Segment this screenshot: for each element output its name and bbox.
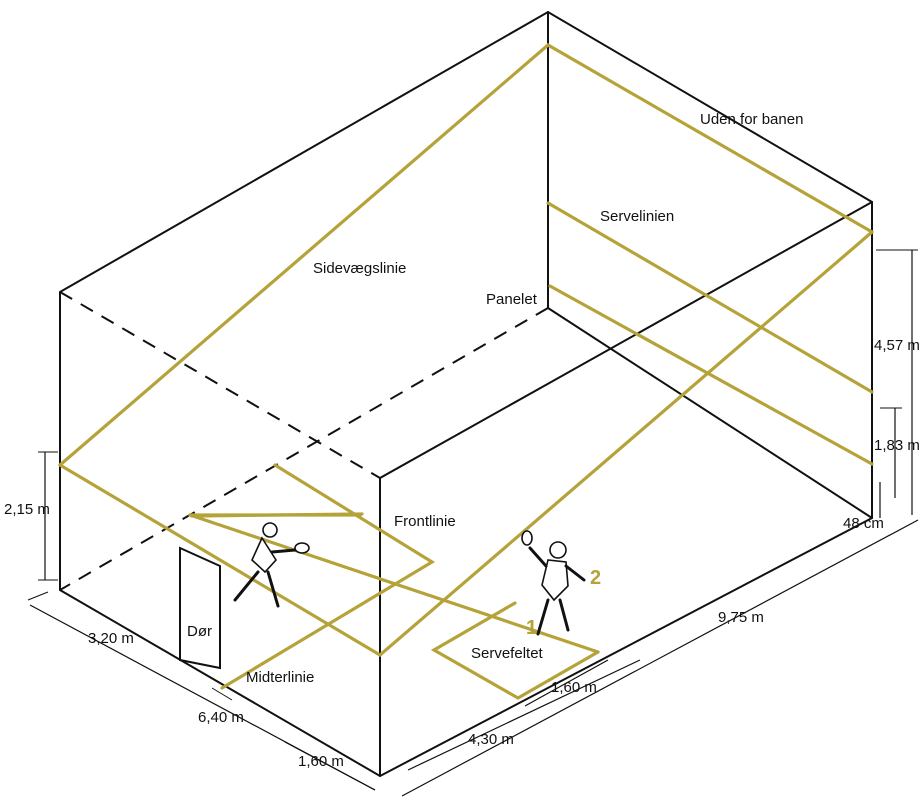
side-wall-line-label: Sidevægslinie [313,260,406,277]
half-court-line-label: Midterlinie [246,669,314,686]
player-1-number: 1 [526,617,537,639]
player-left [233,522,310,608]
court-length-label: 9,75 m [718,609,764,626]
out-of-court-label: Uden for banen [700,111,803,128]
door-label: Dør [187,623,212,640]
service-line-height-label: 1,83 m [874,437,920,454]
back-wall-height-label: 2,15 m [4,501,50,518]
player-2-number: 2 [590,567,601,589]
service-box-width-left-label: 1,60 m [298,753,344,770]
tin-label: Panelet [486,291,538,308]
court-lines [58,43,874,700]
service-line-label: Servelinien [600,208,674,225]
front-line-label: Frontlinie [394,513,456,530]
half-width-label: 3,20 m [88,630,134,647]
service-box-width-right-label: 1,60 m [551,679,597,696]
court-box-outline [59,10,873,778]
dimension-lines [27,249,919,797]
short-line-distance-label: 4,30 m [468,731,514,748]
front-wall-height-label: 4,57 m [874,337,920,354]
service-box-label: Servefeltet [471,645,544,662]
tin-height-label: 48 cm [843,515,884,532]
player-right [521,530,586,636]
door [179,546,221,670]
court-width-label: 6,40 m [198,709,244,726]
